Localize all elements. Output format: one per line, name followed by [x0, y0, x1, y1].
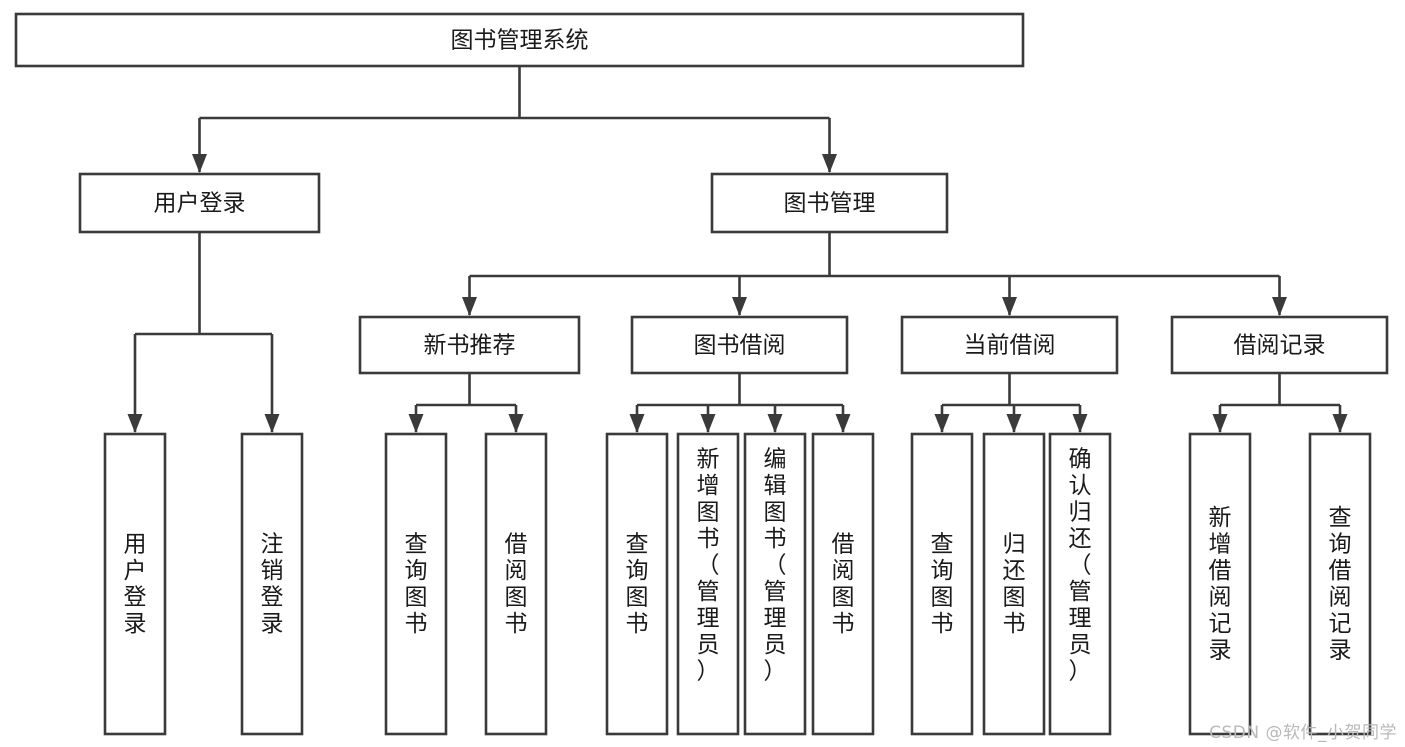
node-box [1188, 432, 1252, 736]
node-label-vertical: 查询图书 [405, 532, 428, 638]
node-leaf-注销登录[interactable]: 注销登录 [240, 432, 304, 736]
node-leaf-查询图书[interactable]: 查询图书 [910, 432, 974, 736]
node-box [14, 12, 1025, 68]
node-label-vertical: 查询图书 [626, 532, 649, 638]
node-label: 图书管理 [784, 191, 876, 217]
node-label: 用户登录 [154, 191, 246, 217]
node-label: 新书推荐 [424, 333, 516, 359]
node-leaf-借阅图书[interactable]: 借阅图书 [811, 432, 875, 736]
node-label-vertical: 编辑图书（管理员） [764, 447, 787, 685]
node-level3-借阅记录[interactable]: 借阅记录 [1170, 315, 1389, 375]
arrow-head-icon [1072, 414, 1088, 433]
node-box [384, 432, 448, 736]
arrow-head-icon [508, 414, 524, 433]
node-leaf-编辑图书（管理员）[interactable]: 编辑图书（管理员） [743, 432, 807, 736]
node-box [676, 432, 740, 736]
arrow-head-icon [934, 414, 950, 433]
node-label-vertical: 归还图书 [1003, 532, 1026, 638]
node-label-vertical: 查询图书 [931, 532, 954, 638]
node-box [811, 432, 875, 736]
node-root-图书管理系统[interactable]: 图书管理系统 [14, 12, 1025, 68]
node-leaf-新增借阅记录[interactable]: 新增借阅记录 [1188, 432, 1252, 736]
node-leaf-查询图书[interactable]: 查询图书 [384, 432, 448, 736]
node-leaf-查询借阅记录[interactable]: 查询借阅记录 [1308, 432, 1372, 736]
node-level3-新书推荐[interactable]: 新书推荐 [358, 315, 581, 375]
node-box [484, 432, 548, 736]
node-level2-用户登录[interactable]: 用户登录 [78, 172, 321, 234]
node-box [910, 432, 974, 736]
node-label: 借阅记录 [1234, 333, 1326, 359]
node-label: 图书管理系统 [451, 28, 589, 54]
node-label-vertical: 用户登录 [124, 532, 147, 638]
node-label-vertical: 查询借阅记录 [1329, 505, 1352, 664]
node-box [1048, 432, 1112, 736]
node-level2-图书管理[interactable]: 图书管理 [710, 172, 949, 234]
node-leaf-归还图书[interactable]: 归还图书 [982, 432, 1046, 736]
node-leaf-借阅图书[interactable]: 借阅图书 [484, 432, 548, 736]
arrow-head-icon [767, 414, 783, 433]
node-leaf-用户登录[interactable]: 用户登录 [103, 432, 167, 736]
arrow-head-icon [629, 414, 645, 433]
node-label: 当前借阅 [964, 333, 1056, 359]
node-level3-当前借阅[interactable]: 当前借阅 [900, 315, 1119, 375]
node-box [710, 172, 949, 234]
arrow-head-icon [1006, 414, 1022, 433]
arrow-head-icon [1332, 414, 1348, 433]
node-label-vertical: 新增借阅记录 [1209, 505, 1232, 664]
node-box [605, 432, 669, 736]
arrow-head-icon [1002, 297, 1017, 316]
arrow-head-icon [1212, 414, 1228, 433]
arrow-head-icon [192, 154, 207, 173]
node-box [78, 172, 321, 234]
node-box [240, 432, 304, 736]
arrow-head-icon [264, 414, 280, 433]
arrow-head-icon [822, 154, 837, 173]
arrow-head-icon [408, 414, 424, 433]
node-box [1308, 432, 1372, 736]
node-box [982, 432, 1046, 736]
node-level3-图书借阅[interactable]: 图书借阅 [630, 315, 849, 375]
arrow-head-icon [1272, 297, 1287, 316]
node-label-vertical: 确认归还（管理员） [1069, 447, 1092, 685]
node-label-vertical: 新增图书（管理员） [697, 447, 720, 685]
node-box [743, 432, 807, 736]
node-label-vertical: 注销登录 [261, 532, 284, 638]
arrow-head-icon [700, 414, 716, 433]
node-label-vertical: 借阅图书 [832, 532, 855, 638]
node-leaf-查询图书[interactable]: 查询图书 [605, 432, 669, 736]
node-leaf-确认归还（管理员）[interactable]: 确认归还（管理员） [1048, 432, 1112, 736]
node-box [103, 432, 167, 736]
arrow-head-icon [835, 414, 851, 433]
arrow-head-icon [462, 297, 477, 316]
arrow-head-icon [127, 414, 143, 433]
node-label-vertical: 借阅图书 [505, 532, 528, 638]
node-leaf-新增图书（管理员）[interactable]: 新增图书（管理员） [676, 432, 740, 736]
arrow-head-icon [732, 297, 747, 316]
node-label: 图书借阅 [694, 333, 786, 359]
node-box [1170, 315, 1389, 375]
